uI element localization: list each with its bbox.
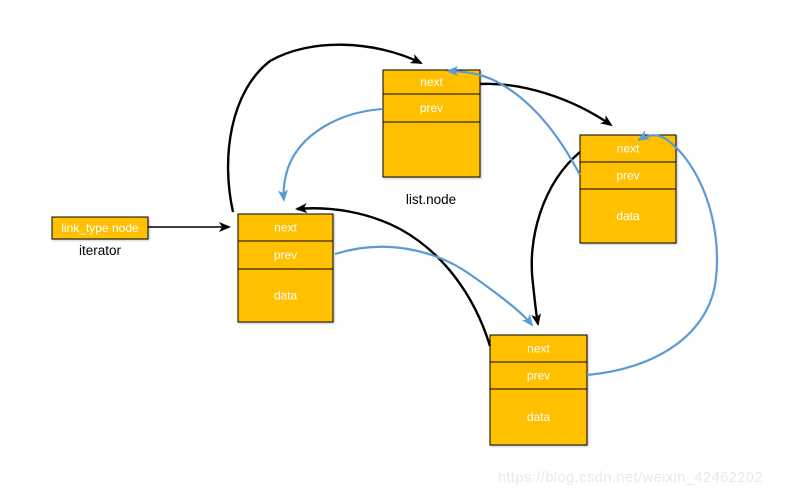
list-node: next prev [382, 69, 481, 178]
bottom-node-next-label: next [527, 342, 550, 356]
list-node-next-label: next [420, 75, 443, 89]
bottom-node: next prev data [489, 334, 588, 446]
iterator-box-label: link_type node [61, 221, 139, 235]
list-node-data-cell [382, 121, 481, 178]
iterator-rect [51, 216, 149, 240]
right-node-data-cell [579, 188, 677, 244]
watermark-url: https://blog.csdn.net/weixin_42462202 [498, 470, 763, 486]
bottom-node-prev-cell [489, 361, 588, 390]
list-node-next-cell [382, 69, 481, 95]
mid-node-next-cell [237, 213, 334, 242]
right-node: next prev data [579, 134, 677, 244]
arrow-bottom-next-to-mid-node [295, 203, 492, 347]
right-node-data-label: data [616, 209, 640, 223]
bottom-node-data-cell [489, 388, 588, 446]
bottom-node-next-cell [489, 334, 588, 363]
mid-node-data-label: data [274, 289, 298, 303]
list-node-caption: list.node [406, 192, 456, 207]
mid-node-prev-label: prev [274, 248, 297, 262]
list-node-prev-label: prev [420, 101, 443, 115]
arrow-right-prev-to-list-node [446, 66, 581, 176]
arrow-mid-next-to-list-node [226, 43, 423, 213]
arrow-right-next-to-bottom-node [530, 151, 581, 326]
right-node-prev-label: prev [616, 169, 639, 183]
arrow-bottom-prev-to-right-node [586, 130, 718, 377]
iterator-caption: iterator [79, 243, 122, 258]
iterator-box: link_type node [51, 216, 149, 240]
list-node-prev-cell [382, 93, 481, 123]
arrow-mid-prev-to-bottom-node [334, 245, 534, 327]
mid-node: next prev data [237, 213, 334, 323]
bottom-node-data-label: data [527, 410, 551, 424]
right-node-next-label: next [617, 142, 640, 156]
right-node-prev-cell [579, 161, 677, 190]
arrow-list-prev-to-mid-node [277, 107, 384, 202]
arrow-list-next-to-right-node [479, 82, 613, 127]
bottom-node-prev-label: prev [527, 369, 550, 383]
mid-node-next-label: next [274, 221, 297, 235]
mid-node-data-cell [237, 268, 334, 323]
